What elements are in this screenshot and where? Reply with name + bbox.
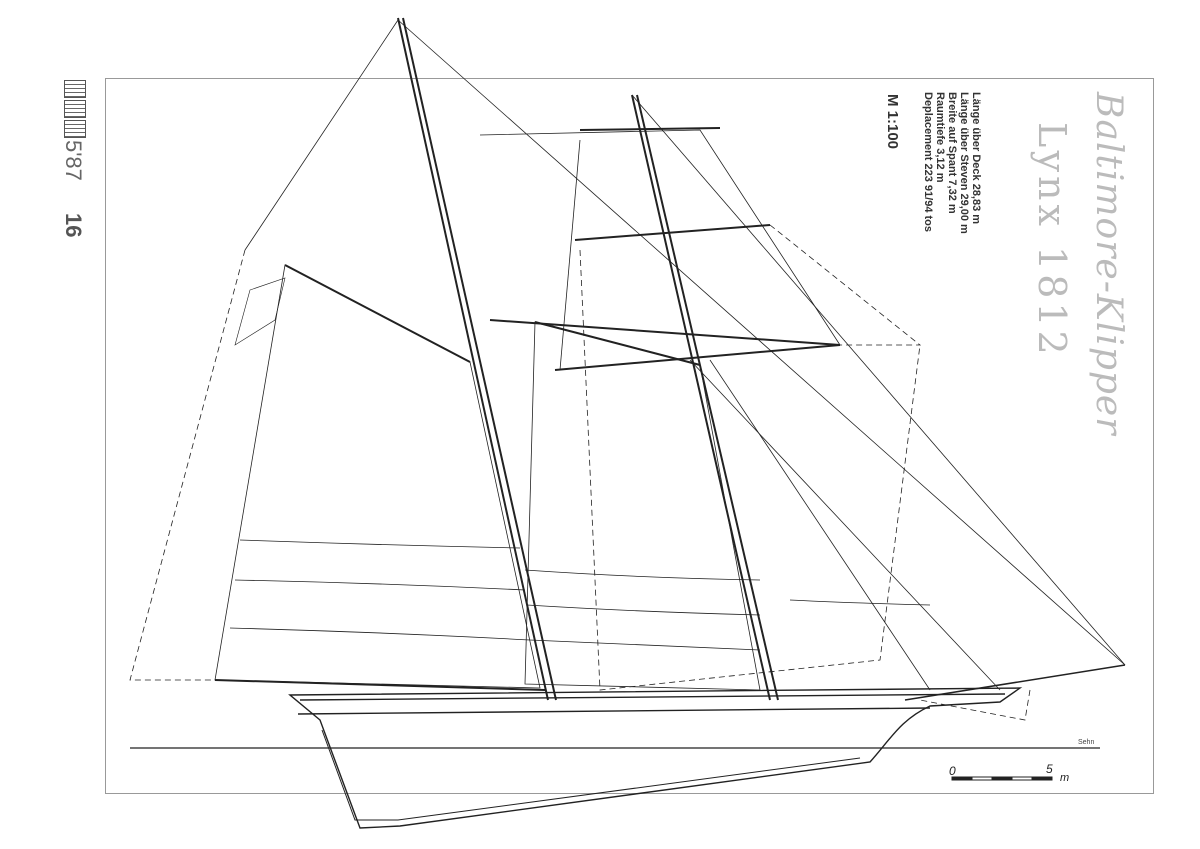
issue-label: 5'87 [61,140,86,181]
spec-line: Länge über Deck 28,83 m [970,92,982,225]
flag [234,277,286,346]
page-number: 16 [61,213,86,238]
series-logo-box [64,80,86,98]
bowsprit [904,664,1126,701]
spec-line: Deplacement 223 91/94 tos [922,92,934,233]
scale-bar-end: 5 [1046,762,1053,776]
dashed-sails [129,224,1031,721]
series-logo-box [64,100,86,118]
scale-bar-unit: m [1060,772,1070,784]
series-logo-box [64,120,86,138]
title-line-1: Baltimore-Klipper [1088,92,1129,436]
spec-line: Länge über Steven 29,00 m [958,92,970,234]
spec-line: Raumtiefe 3,12 m [934,92,946,183]
scale-bar-start: 0 [949,764,956,778]
specifications: Länge über Deck 28,83 m Länge über Steve… [922,92,982,234]
hull [288,687,1023,829]
sails [214,19,1126,691]
drawing-frame [105,78,1154,794]
scale-bar [951,776,1053,781]
title-line-2: Lynx 1812 [1030,122,1074,359]
scale-label: M 1:100 [884,94,901,150]
masts [397,17,1126,701]
signature: Sehn [1078,739,1095,746]
spec-line: Breite auf Spant 7,32 m [946,92,958,214]
